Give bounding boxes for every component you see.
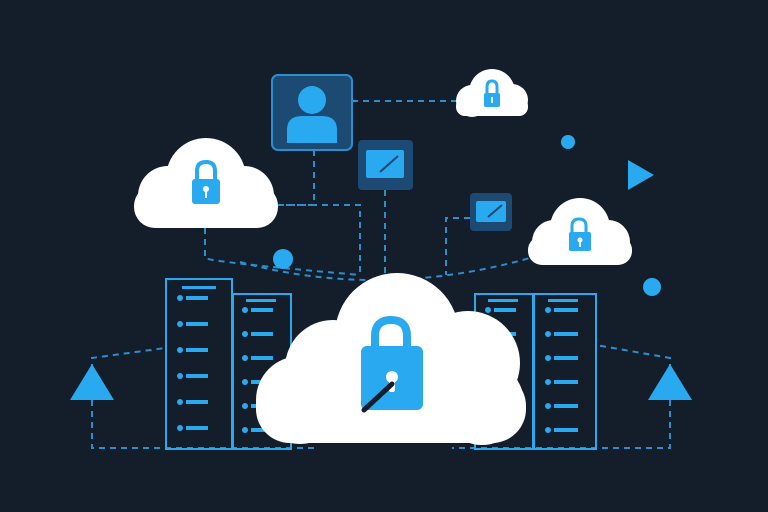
connector-user-down	[278, 150, 315, 206]
connector-monitor-right	[445, 217, 470, 275]
monitor-icon	[476, 201, 506, 222]
cloud-top-right	[456, 69, 528, 117]
cloud-shape	[134, 138, 278, 228]
connector-right-loop	[452, 400, 671, 449]
cloud-shape	[256, 273, 526, 445]
lock-icon	[569, 217, 591, 251]
connector-left-loop	[91, 400, 315, 449]
dot	[561, 135, 575, 149]
cloud-left	[134, 138, 278, 228]
monitor-tile-right	[470, 193, 512, 231]
cloud-right	[528, 198, 632, 265]
connector-right-loop-top	[595, 344, 671, 370]
upload-arrow-icon-left	[70, 364, 114, 400]
monitor-icon	[366, 150, 404, 178]
decorative-dots	[273, 135, 661, 296]
play-triangle-icon	[628, 160, 654, 190]
connector-left-to-center	[278, 204, 361, 275]
padlock-with-key-icon	[361, 315, 423, 413]
monitor-tile-center	[358, 140, 413, 190]
user-avatar-tile	[271, 74, 353, 151]
lock-icon	[192, 159, 220, 204]
user-avatar-icon	[287, 86, 337, 143]
connector-left-cloud	[204, 228, 361, 276]
dot	[643, 278, 661, 296]
cloud-central	[256, 273, 526, 445]
lock-icon	[484, 79, 500, 107]
key-icon	[361, 381, 395, 413]
dot	[273, 249, 293, 269]
cloud-shape	[528, 198, 632, 265]
connector-left-loop-top	[91, 347, 166, 370]
upload-arrow-icon-right	[648, 364, 692, 400]
